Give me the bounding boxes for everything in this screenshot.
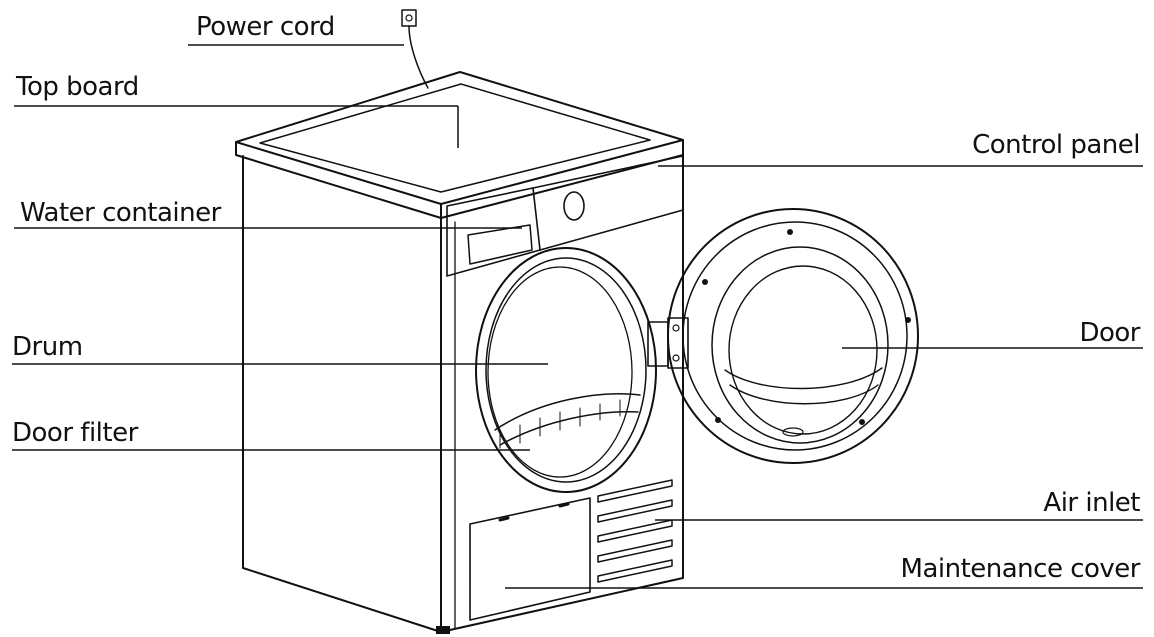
- label-drum: Drum: [12, 332, 83, 362]
- control-panel: [446, 155, 684, 277]
- air-inlet-vents: [597, 479, 673, 583]
- label-water-container: Water container: [20, 198, 221, 228]
- label-maintenance-cover: Maintenance cover: [900, 554, 1141, 584]
- top-board: [235, 71, 684, 219]
- label-door-filter: Door filter: [12, 418, 138, 448]
- leader-lines: [12, 44, 1143, 589]
- label-control-panel: Control panel: [972, 130, 1140, 160]
- cabinet: [242, 154, 684, 634]
- maintenance-cover: [469, 497, 591, 621]
- drum-opening: [475, 247, 657, 493]
- label-door: Door: [1079, 318, 1140, 348]
- open-door: [667, 208, 919, 464]
- label-air-inlet: Air inlet: [1043, 488, 1140, 518]
- label-top-board: Top board: [16, 72, 139, 102]
- dryer-illustration: [235, 9, 919, 634]
- power-plug: [401, 9, 429, 89]
- label-power-cord: Power cord: [196, 12, 335, 42]
